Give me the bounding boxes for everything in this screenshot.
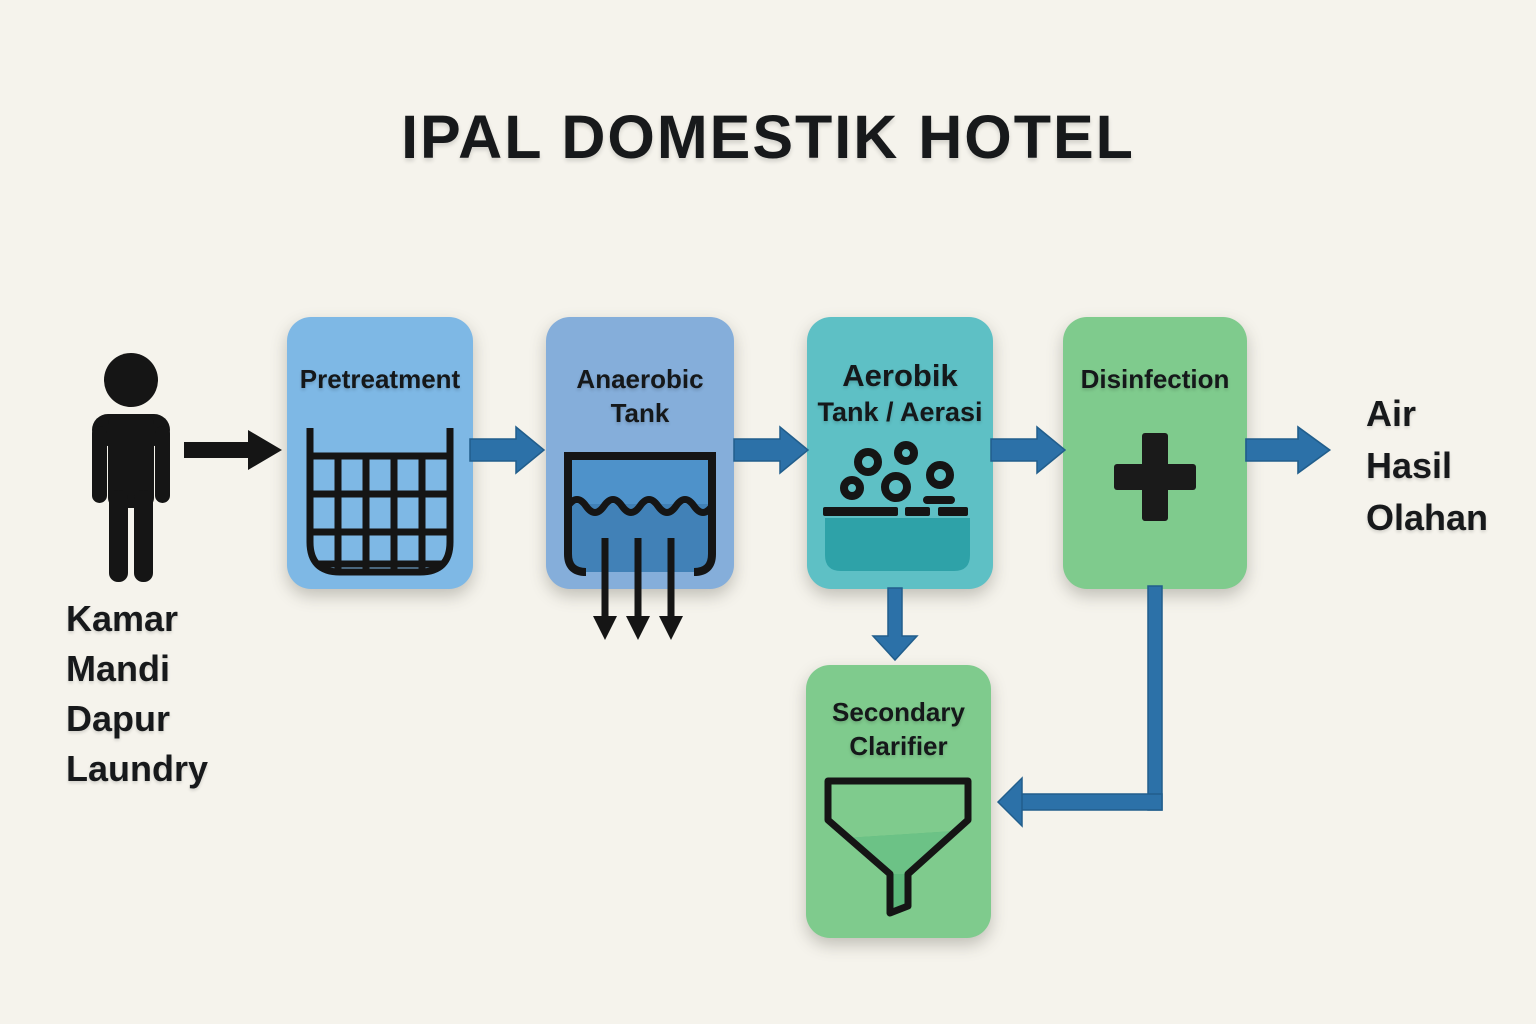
output-label-line: Air: [1366, 393, 1417, 434]
output-label-line: Hasil: [1366, 445, 1453, 486]
arrow-pretreatment-to-anaerobic: [469, 425, 546, 475]
screen-grid-icon: [306, 428, 454, 576]
node-label: Secondary Clarifier: [806, 695, 991, 763]
arrow-source-to-pretreatment: [184, 430, 282, 470]
arrow-aerobik-to-secondary: [871, 587, 919, 662]
node-label: Pretreatment: [287, 362, 473, 396]
page-title: IPAL DOMESTIK HOTEL: [401, 103, 1135, 171]
node-label: Disinfection: [1063, 362, 1247, 396]
funnel-icon: [824, 777, 972, 917]
node-label-line: Aerobik: [842, 358, 958, 393]
node-label-line: Tank / Aerasi: [817, 397, 983, 427]
source-label-line: Dapur: [66, 698, 171, 739]
node-label-line: Pretreatment: [299, 364, 461, 394]
arrow-aerobik-to-disinfection: [990, 425, 1067, 475]
person-icon: [92, 353, 170, 582]
source-label-line: Laundry: [66, 748, 209, 789]
arrow-disinfection-to-output: [1245, 425, 1332, 475]
source-label-line: Mandi: [66, 648, 170, 689]
source-label-line: Kamar: [66, 598, 179, 639]
node-label-line: Disinfection: [1080, 364, 1230, 394]
arrow-disinfection-to-secondary: [996, 585, 1163, 828]
arrow-anaerobic-to-aerobik: [733, 425, 810, 475]
node-label-line: Clarifier: [849, 731, 948, 761]
source-label: Kamar Mandi Dapur Laundry: [66, 594, 208, 794]
node-label-line: Secondary: [832, 697, 965, 727]
output-label: Air Hasil Olahan: [1366, 388, 1488, 544]
node-label-line: Tank: [610, 398, 670, 428]
plus-icon: [1114, 433, 1196, 521]
output-label-line: Olahan: [1366, 497, 1489, 538]
node-label-line: Anaerobic: [576, 364, 704, 394]
node-label: Anaerobic Tank: [546, 362, 734, 430]
settling-tank-icon: [564, 452, 716, 640]
aeration-bubbles-icon: [823, 441, 970, 571]
node-label: Aerobik Tank / Aerasi: [807, 357, 993, 430]
